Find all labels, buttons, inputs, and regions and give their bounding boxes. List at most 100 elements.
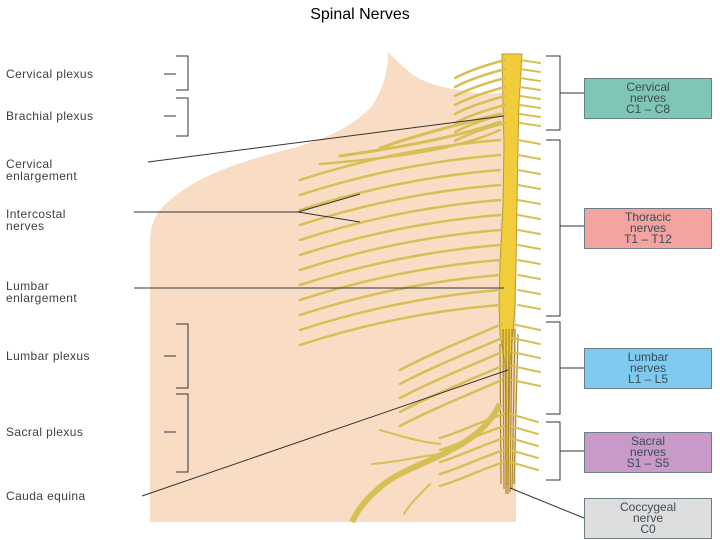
box-line3: S1 – S5 <box>626 456 670 470</box>
label-lumbar-enlargement-line2: enlargement <box>6 291 78 305</box>
nerve-branch <box>298 258 502 302</box>
nerve-branch <box>517 199 541 205</box>
nerve-branch <box>517 139 541 145</box>
nerve-branch <box>517 244 541 250</box>
nerve-branch <box>298 183 502 227</box>
nerve-branch <box>517 304 541 310</box>
nerve-branch <box>509 461 539 471</box>
nerve-branch <box>298 228 502 272</box>
nerve-branch <box>517 289 541 295</box>
nerve-branch <box>298 273 502 317</box>
label-cervical-enlargement-line2: enlargement <box>6 169 78 183</box>
lumbar-nerves-box: Lumbar nerves L1 – L5 <box>584 348 712 389</box>
box-line1: Cervical <box>626 80 670 94</box>
leader-lines <box>134 115 509 497</box>
nerve-branch <box>511 337 541 345</box>
box-line2: nerves <box>629 91 667 105</box>
box-line2: nerves <box>629 361 667 375</box>
label-cauda-equina: Cauda equina <box>6 489 86 503</box>
box-line2: nerves <box>629 221 667 235</box>
box-line2: nerve <box>632 511 664 525</box>
thoracic-nerves-box: Thoracic nerves T1 – T12 <box>584 208 712 249</box>
nerve-branch <box>519 95 541 100</box>
nerve-branch <box>453 67 507 89</box>
nerve-branch <box>378 112 502 150</box>
box-line1: Coccygeal <box>619 500 677 514</box>
nerve-branch <box>438 436 506 464</box>
label-sacral-plexus: Sacral plexus <box>6 425 84 439</box>
nerve-branch <box>519 122 541 127</box>
nerve-branch <box>403 483 431 515</box>
nerve-branch <box>298 168 502 212</box>
page-title: Spinal Nerves <box>310 6 410 23</box>
left-brackets <box>164 55 189 473</box>
nerve-branch <box>511 351 541 359</box>
box-line3: T1 – T12 <box>624 232 672 246</box>
nerve-branch <box>519 104 541 109</box>
nerve-branch <box>398 350 504 400</box>
nerve-branch <box>453 85 507 107</box>
nerve-branch <box>298 303 502 347</box>
nerve-branch <box>398 336 504 386</box>
nerve-branch <box>318 128 502 166</box>
nerve-branch <box>438 412 506 440</box>
nerve-branch <box>371 453 441 465</box>
nerve-branch <box>519 77 541 82</box>
box-line2: nerves <box>629 445 667 459</box>
nerve-branch <box>519 86 541 91</box>
label-intercostal-line2: nerves <box>6 219 45 233</box>
nerve-branch <box>517 229 541 235</box>
box-line3: L1 – L5 <box>627 372 669 386</box>
nerve-branch <box>511 379 541 387</box>
nerve-branch <box>453 58 507 80</box>
nerve-branch <box>517 274 541 280</box>
nerve-branch <box>298 198 502 242</box>
right-brackets <box>509 55 585 519</box>
label-lumbar-plexus: Lumbar plexus <box>6 349 90 363</box>
label-brachial-plexus: Brachial plexus <box>6 109 94 123</box>
nerve-branch <box>438 460 506 488</box>
nerve-branch <box>509 425 539 435</box>
coccygeal-nerve-box: Coccygeal nerve C0 <box>584 498 712 539</box>
nerve-branch <box>453 76 507 98</box>
spinal-nerves-figure: Cervical plexus Brachial plexus Cervical… <box>0 44 720 540</box>
nerve-branch <box>453 94 507 116</box>
label-cervical-enlargement-line1: Cervical <box>6 157 53 171</box>
nerve-branch <box>438 448 506 476</box>
nerve-branch <box>398 378 504 428</box>
nerve-branch <box>398 322 504 372</box>
nerve-branch <box>511 323 541 331</box>
nerve-branch <box>517 259 541 265</box>
box-line1: Lumbar <box>627 350 669 364</box>
cervical-nerves-box: Cervical nerves C1 – C8 <box>584 78 712 119</box>
nerve-branch <box>509 449 539 459</box>
box-line3: C0 <box>640 522 656 536</box>
nerve-branch <box>379 429 441 445</box>
label-lumbar-enlargement-line1: Lumbar <box>6 279 50 293</box>
box-line3: C1 – C8 <box>625 102 671 116</box>
nerve-branch <box>298 213 502 257</box>
nerve-branch <box>517 184 541 190</box>
label-cervical-plexus: Cervical plexus <box>6 67 94 81</box>
nerve-branch <box>298 153 502 197</box>
torso-silhouette <box>150 52 516 522</box>
nerve-branch <box>517 169 541 175</box>
box-line1: Sacral <box>630 434 665 448</box>
nerve-branch <box>453 112 507 134</box>
nerve-branch <box>517 154 541 160</box>
nerve-branches <box>298 58 541 515</box>
label-intercostal-line1: Intercostal <box>6 207 66 221</box>
anatomy-illustration <box>134 52 585 524</box>
nerve-branch <box>517 214 541 220</box>
nerve-branch <box>298 138 502 182</box>
sacral-nerves-box: Sacral nerves S1 – S5 <box>584 432 712 473</box>
nerve-branch <box>509 437 539 447</box>
box-line1: Thoracic <box>624 210 671 224</box>
nerve-branch <box>519 59 541 64</box>
nerve-branch <box>519 113 541 118</box>
nerve-branch <box>511 365 541 373</box>
nerve-branch <box>453 103 507 125</box>
nerve-branch <box>298 243 502 287</box>
nerve-branch <box>298 288 502 332</box>
nerve-branch <box>398 364 504 414</box>
